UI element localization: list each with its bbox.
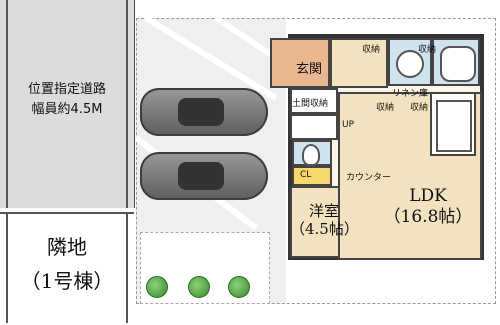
- closet: [292, 166, 332, 186]
- road-label: 位置指定道路 幅員約4.5M: [8, 80, 126, 120]
- western-room-size: （4.5帖）: [290, 220, 359, 238]
- storage-label: 収納: [410, 103, 429, 113]
- storage-label: 収納: [362, 45, 381, 55]
- storage-label: 収納: [376, 103, 395, 113]
- sink-icon: [396, 50, 424, 78]
- lot-boundary: [136, 18, 496, 304]
- closet-label: CL: [300, 170, 312, 180]
- storage-label: 収納: [418, 45, 437, 55]
- stairs-area: [290, 114, 338, 140]
- road-area: [0, 0, 135, 208]
- road-lines: [6, 0, 128, 208]
- neighbor-lines: [6, 212, 128, 323]
- entrance-area: [270, 38, 330, 88]
- linen-storage-label: リネン庫: [392, 89, 429, 99]
- western-room-label: 洋室 （4.5帖）: [290, 202, 359, 238]
- western-room-name: 洋室: [308, 202, 339, 220]
- neighbor-name: 隣地: [47, 235, 87, 259]
- entrance-hall: [330, 38, 388, 88]
- entrance-label: 玄関: [296, 62, 323, 77]
- car-icon: [140, 152, 268, 200]
- neighbor-number: （1号棟）: [20, 269, 114, 293]
- counter-label: カウンター: [346, 173, 392, 183]
- toilet-icon: [302, 144, 320, 166]
- ldk-name: LDK: [409, 186, 447, 206]
- neighbor-lot: [0, 212, 134, 325]
- road-name: 位置指定道路: [27, 82, 106, 97]
- bathtub-icon: [440, 46, 476, 82]
- tree-icon: [146, 276, 168, 298]
- ldk-size: （16.8帖）: [383, 207, 473, 227]
- stairs-up-label: UP: [342, 120, 355, 130]
- shoe-storage-label: 土間収納: [292, 99, 329, 109]
- neighbor-label: 隣地 （1号棟）: [8, 230, 126, 298]
- washroom: [388, 38, 432, 86]
- ldk-label: LDK （16.8帖）: [382, 186, 474, 228]
- road-width: 幅員約4.5M: [31, 102, 103, 117]
- tree-icon: [188, 276, 210, 298]
- shoe-storage-room: [290, 88, 338, 114]
- kitchen-icon: [436, 100, 472, 152]
- tree-icon: [228, 276, 250, 298]
- car-icon: [140, 88, 268, 136]
